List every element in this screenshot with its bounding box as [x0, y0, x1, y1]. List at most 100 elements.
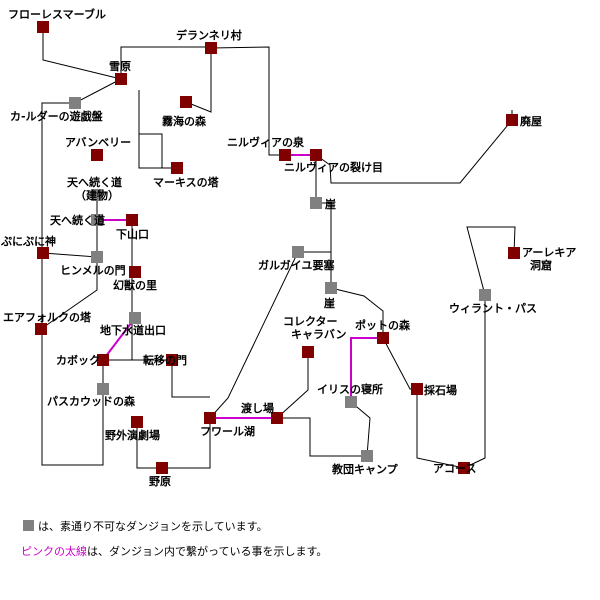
location-marker[interactable] [91, 214, 103, 226]
location-acorse[interactable]: アコース [433, 462, 476, 475]
location-markis[interactable]: マーキスの塔 [153, 162, 220, 189]
location-gake2[interactable]: 崖 [323, 282, 337, 310]
location-mukai[interactable]: 霧海の森 [162, 96, 207, 128]
location-label: マーキスの塔 [153, 175, 220, 189]
location-kabok[interactable]: カボック [56, 353, 109, 367]
location-pot[interactable]: ポットの森 [355, 318, 411, 344]
road-1 [120, 46, 212, 79]
location-arekia[interactable]: アーレキア洞窟 [508, 246, 576, 272]
location-aerfork[interactable]: エアフォルクの塔 [3, 310, 92, 335]
road-17 [463, 226, 516, 469]
map-locations: フローレスマーブルデランネリ村雪原カ-ルダーの遊戯盤霧海の森廃屋アバンベリーニル… [0, 7, 576, 488]
location-marker[interactable] [69, 97, 81, 109]
location-collector[interactable]: コレクターキャラバン [283, 315, 346, 358]
location-marker[interactable] [156, 462, 168, 474]
legend-pink-text: ピンクの太線は、ダンジョン内で繋がっている事を示します。 [21, 544, 327, 558]
location-deranneri[interactable]: デランネリ村 [176, 28, 242, 54]
location-marker[interactable] [271, 412, 283, 424]
location-marker[interactable] [97, 354, 109, 366]
location-marker[interactable] [204, 412, 216, 424]
legend-pink-rest: は、ダンジョン内で繋がっている事を示します。 [87, 544, 327, 558]
location-marker[interactable] [310, 197, 322, 209]
location-label: 崖 [324, 197, 336, 211]
road-2 [210, 46, 285, 156]
location-marker[interactable] [171, 162, 183, 174]
location-label: 教団キャンプ [331, 462, 399, 476]
internal-link-2 [102, 317, 136, 361]
location-haioku[interactable]: 廃屋 [506, 114, 542, 128]
location-marker[interactable] [325, 282, 337, 294]
location-label: 渡し場 [241, 401, 274, 415]
location-marker[interactable] [37, 21, 49, 33]
location-kyodan[interactable]: 教団キャンプ [331, 450, 399, 476]
location-fuwaru[interactable]: フワール湖 [200, 412, 255, 438]
location-yagai[interactable]: 野外演劇場 [105, 416, 160, 442]
location-iris[interactable]: イリスの寝所 [317, 382, 383, 408]
location-shimoyamaguchi[interactable]: 下山口 [116, 214, 149, 241]
location-label: 崖 [323, 296, 335, 310]
location-marker[interactable] [479, 289, 491, 301]
location-wirant[interactable]: ウィラント・パス [449, 289, 537, 315]
location-saisekiba[interactable]: 採石場 [411, 383, 457, 397]
location-label: ニルヴィアの泉 [227, 135, 305, 149]
road-0 [42, 27, 122, 80]
road-6 [139, 133, 163, 168]
location-niruvia_sakeme[interactable]: ニルヴィアの裂け目 [284, 149, 383, 174]
location-marker[interactable] [91, 189, 103, 201]
location-marker[interactable] [205, 42, 217, 54]
internal-link-4 [350, 337, 383, 402]
location-tenhe_kenbutsu[interactable]: 天へ続く道（建物） [67, 175, 122, 202]
location-gake1[interactable]: 崖 [310, 197, 336, 211]
location-marker[interactable] [129, 312, 141, 324]
location-marker[interactable] [361, 450, 373, 462]
road-20 [162, 418, 211, 469]
location-marker[interactable] [458, 462, 470, 474]
location-setsugen[interactable]: 雪原 [109, 60, 131, 85]
location-marker[interactable] [345, 396, 357, 408]
location-marker[interactable] [97, 383, 109, 395]
road-5 [138, 90, 177, 169]
location-marker[interactable] [310, 149, 322, 161]
location-marker[interactable] [180, 96, 192, 108]
location-marker[interactable] [508, 247, 520, 259]
location-kaldo[interactable]: カ-ルダーの遊戯盤 [10, 97, 104, 123]
location-marker[interactable] [166, 354, 178, 366]
location-genju[interactable]: 幻獣の里 [113, 266, 157, 292]
road-10 [209, 251, 331, 419]
road-16 [416, 389, 465, 469]
location-abanberry[interactable]: アバンベリー [65, 136, 131, 161]
location-marker[interactable] [377, 332, 389, 344]
location-marker[interactable] [91, 149, 103, 161]
location-marker[interactable] [292, 246, 304, 258]
location-punipuni[interactable]: ぷにぷに神 [0, 234, 56, 259]
location-marker[interactable] [129, 266, 141, 278]
location-nohara[interactable]: 野原 [149, 462, 171, 488]
location-label: 廃屋 [520, 114, 542, 128]
location-marker[interactable] [35, 323, 47, 335]
location-label: 野原 [149, 475, 171, 488]
location-marker[interactable] [279, 149, 291, 161]
location-marker[interactable] [126, 214, 138, 226]
location-marker[interactable] [506, 114, 518, 126]
location-tenyou[interactable]: 転移の門 [143, 353, 187, 367]
location-label: 天へ続く道（建物） [67, 175, 122, 202]
location-hinmeru[interactable]: ヒンメルの門 [60, 251, 126, 277]
location-tenhe_michi[interactable]: 天へ続く道 [50, 213, 105, 227]
road-15 [382, 337, 417, 390]
location-marker[interactable] [302, 346, 314, 358]
location-pascau[interactable]: パスカウッドの森 [47, 383, 136, 408]
location-marker[interactable] [411, 383, 423, 395]
location-chikasuido[interactable]: 地下水道出口 [100, 312, 166, 337]
location-niruvia_izumi[interactable]: ニルヴィアの泉 [227, 135, 305, 161]
road-14 [330, 287, 384, 338]
location-garugaiu[interactable]: ガルガイユ要塞 [258, 246, 335, 272]
location-watashiba[interactable]: 渡し場 [241, 401, 283, 424]
location-floresmarble[interactable]: フローレスマーブル [8, 7, 106, 33]
location-label: ポットの森 [355, 318, 411, 332]
location-marker[interactable] [37, 247, 49, 259]
location-marker[interactable] [91, 251, 103, 263]
location-marker[interactable] [115, 73, 127, 85]
location-label: 転移の門 [143, 353, 187, 367]
location-marker[interactable] [131, 416, 143, 428]
